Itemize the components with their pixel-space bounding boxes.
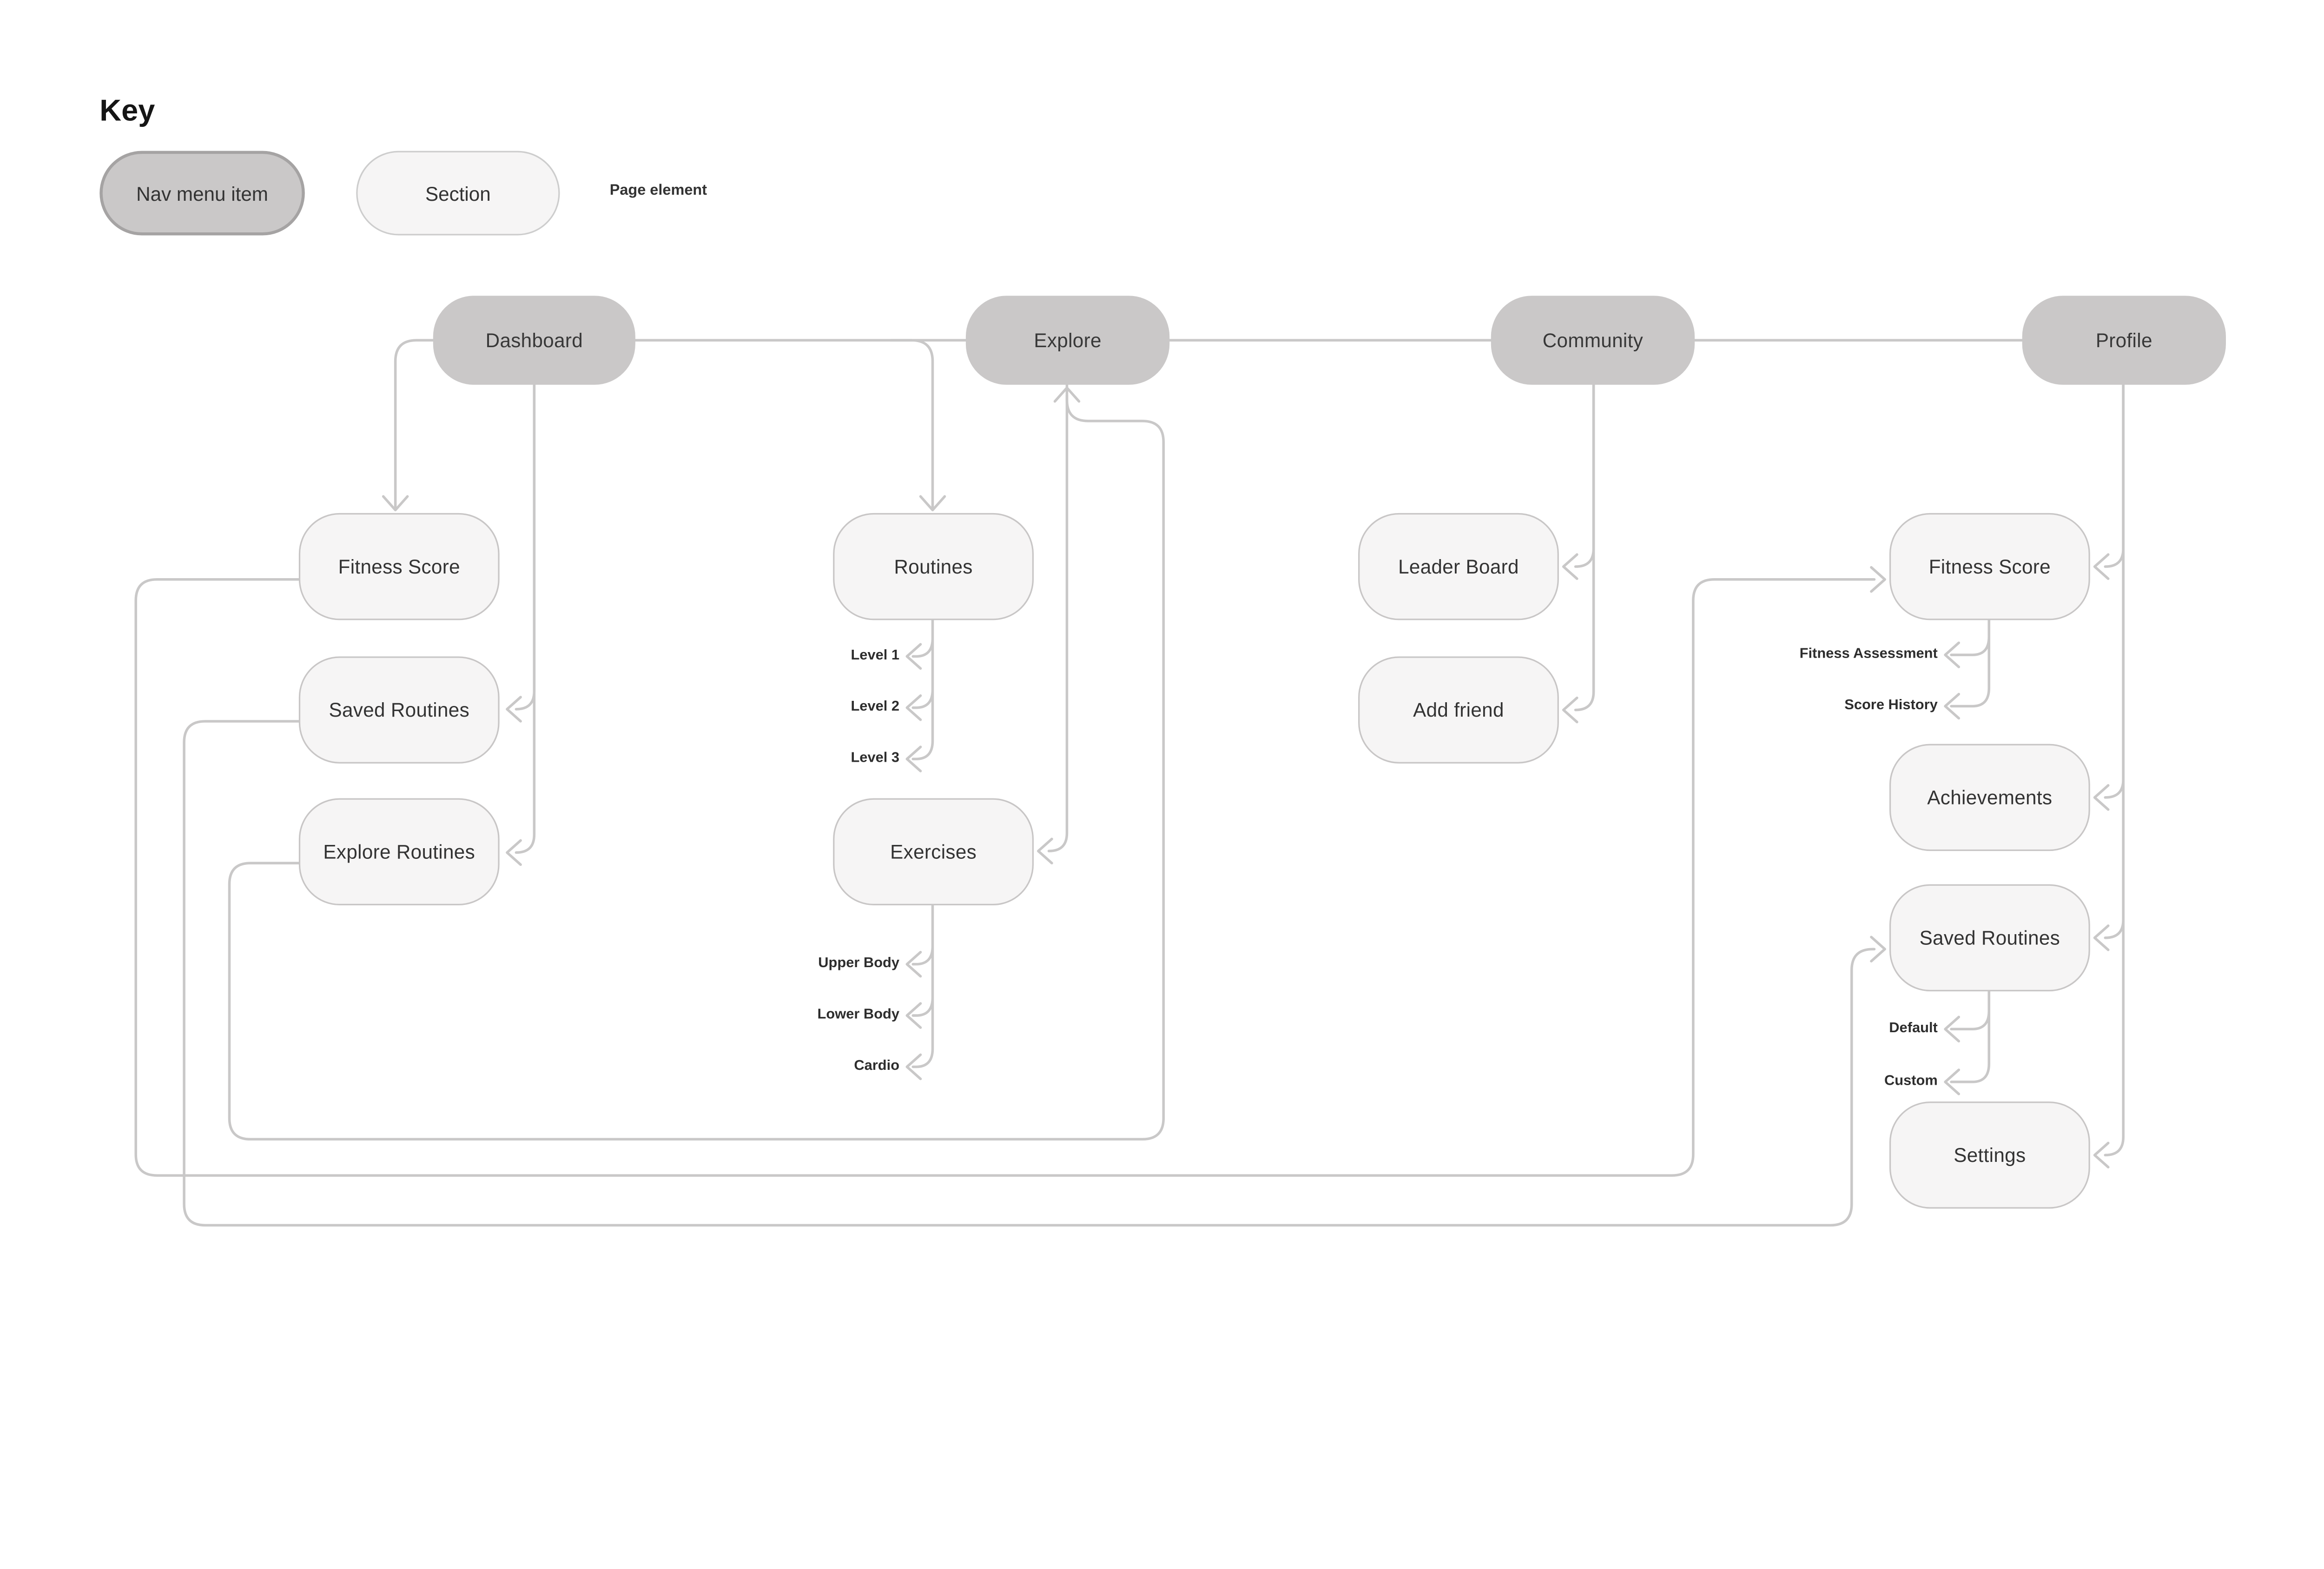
section-routines[interactable]: Routines xyxy=(833,513,1034,620)
section-explore-routines-label: Explore Routines xyxy=(323,840,475,864)
edge-explore-routines-explore xyxy=(228,386,1165,1141)
section-saved-routines-dashboard-label: Saved Routines xyxy=(329,699,470,721)
edge-dashboard-explore-routines xyxy=(506,383,536,866)
nav-item-community[interactable]: Community xyxy=(1491,296,1695,385)
edge-fitness-score-children xyxy=(1944,619,1990,720)
edge-profile-settings xyxy=(2093,383,2125,1169)
section-leader-board[interactable]: Leader Board xyxy=(1358,513,1559,620)
key-page-element-sample: Page element xyxy=(609,182,707,199)
key-nav-menu-item-sample[interactable]: Nav menu item xyxy=(99,151,305,236)
key-section-sample[interactable]: Section xyxy=(356,151,560,236)
section-add-friend[interactable]: Add friend xyxy=(1358,656,1559,764)
section-leader-board-label: Leader Board xyxy=(1398,555,1519,578)
section-fitness-score-profile-label: Fitness Score xyxy=(1928,555,2051,578)
edge-dashboard-saved-routines xyxy=(506,383,536,723)
edge-community-add-friend xyxy=(1562,383,1595,724)
nav-item-community-label: Community xyxy=(1542,329,1644,352)
edge-explore-exercises xyxy=(1037,383,1069,864)
page-element-level-1: Level 1 xyxy=(851,647,900,664)
sitemap-canvas: Key Nav menu item Section Page element D… xyxy=(99,95,2226,1227)
connector-lines xyxy=(134,339,2125,1227)
edge-profile-achievements xyxy=(2093,383,2125,811)
edge-saved-routines-children xyxy=(1944,990,1990,1095)
section-fitness-score-dashboard[interactable]: Fitness Score xyxy=(298,513,500,620)
edge-profile-saved-routines xyxy=(2093,383,2125,951)
section-exercises[interactable]: Exercises xyxy=(833,798,1034,906)
edge-profile-fitness-score xyxy=(2093,383,2125,580)
key-nav-menu-item-label: Nav menu item xyxy=(136,182,268,204)
section-settings-label: Settings xyxy=(1954,1144,2026,1167)
key-section-label: Section xyxy=(425,182,491,204)
nav-item-dashboard-label: Dashboard xyxy=(485,329,583,352)
section-fitness-score-profile[interactable]: Fitness Score xyxy=(1889,513,2090,620)
edge-exercises-groups xyxy=(905,904,934,1081)
section-settings[interactable]: Settings xyxy=(1889,1101,2090,1209)
section-achievements[interactable]: Achievements xyxy=(1889,744,2090,851)
section-exercises-label: Exercises xyxy=(890,840,977,864)
nav-item-profile-label: Profile xyxy=(2095,329,2152,352)
section-fitness-score-dashboard-label: Fitness Score xyxy=(338,555,460,578)
edge-fitness-score-cross-link xyxy=(134,566,1886,1177)
section-saved-routines-dashboard[interactable]: Saved Routines xyxy=(298,656,500,764)
page-element-cardio: Cardio xyxy=(854,1057,900,1075)
section-saved-routines-profile[interactable]: Saved Routines xyxy=(1889,884,2090,992)
nav-item-explore[interactable]: Explore xyxy=(965,296,1170,385)
page-element-lower-body: Lower Body xyxy=(817,1006,900,1023)
page-element-default: Default xyxy=(1889,1020,1938,1037)
page-element-fitness-assessment: Fitness Assessment xyxy=(1799,646,1938,663)
edge-dashboard-fitness-score xyxy=(382,339,435,512)
page-element-upper-body: Upper Body xyxy=(818,955,900,972)
section-achievements-label: Achievements xyxy=(1927,786,2053,809)
page-element-score-history: Score History xyxy=(1844,697,1938,714)
nav-item-explore-label: Explore xyxy=(1034,329,1102,352)
page-element-level-2: Level 2 xyxy=(851,699,900,715)
page-element-level-3: Level 3 xyxy=(851,750,900,767)
nav-item-profile[interactable]: Profile xyxy=(2022,296,2226,385)
edge-community-leader-board xyxy=(1562,383,1595,580)
section-routines-label: Routines xyxy=(894,555,973,578)
edge-saved-routines-cross-link xyxy=(183,720,1886,1227)
section-add-friend-label: Add friend xyxy=(1413,699,1504,721)
edge-routines-levels xyxy=(905,619,934,772)
key-title: Key xyxy=(99,95,155,128)
section-saved-routines-profile-label: Saved Routines xyxy=(1919,926,2060,949)
nav-item-dashboard[interactable]: Dashboard xyxy=(433,296,635,385)
edge-rail-routines xyxy=(889,339,946,512)
page-element-custom: Custom xyxy=(1884,1073,1938,1090)
section-explore-routines[interactable]: Explore Routines xyxy=(298,798,500,906)
